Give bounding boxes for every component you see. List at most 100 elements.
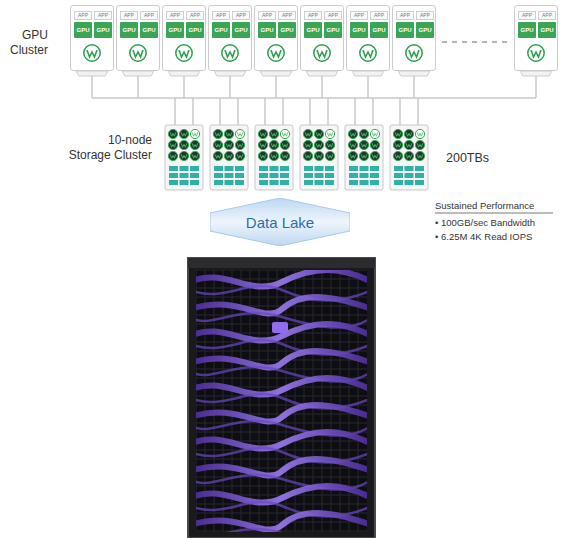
gpu-box: GPU [518, 22, 536, 38]
drive-logo [348, 140, 357, 149]
drive-logo-mark [215, 154, 221, 158]
logo-mark [363, 50, 373, 57]
drive-logo-mark [282, 154, 288, 158]
drive-logo [314, 140, 323, 149]
drive-bay [394, 173, 403, 178]
drive-bay [169, 173, 178, 178]
drive-logo-mark [260, 132, 266, 136]
server-logo [174, 43, 194, 63]
drive-bay [415, 180, 424, 185]
drive-logo-mark [350, 132, 356, 136]
app-tab: APP [324, 11, 342, 20]
drive-bay [394, 180, 403, 185]
drive-bay [235, 173, 244, 178]
drive-bay [304, 180, 313, 185]
server-wire [413, 76, 415, 98]
drive-bay [304, 173, 313, 178]
drive-logo-mark [316, 154, 322, 158]
drive-logo-mark [372, 143, 378, 147]
drive-bay [270, 173, 279, 178]
storage-wire [237, 98, 239, 125]
server-logo [404, 43, 424, 63]
drive-logo-mark [372, 132, 378, 136]
drive-bay [360, 166, 369, 171]
drive-bay [190, 166, 199, 171]
server-wire [183, 76, 185, 98]
server-base [260, 71, 292, 76]
storage-wire [264, 98, 266, 125]
drive-logo-mark [316, 132, 322, 136]
drive-bay [415, 166, 424, 171]
app-tab: APP [140, 11, 158, 20]
drive-logo [235, 151, 244, 160]
drive-logo-mark [316, 143, 322, 147]
drive-bay [259, 180, 268, 185]
server-base [76, 71, 108, 76]
drive-bay [235, 180, 244, 185]
rack-swirl [196, 513, 367, 530]
logo-ring [360, 45, 376, 61]
rack-mesh [196, 531, 367, 532]
drive-bay [360, 173, 369, 178]
drive-logo [325, 140, 334, 149]
rack-swirl [196, 378, 367, 395]
drive-bay [225, 173, 234, 178]
server-wire [367, 76, 369, 98]
data-lake-arrow: Data Lake [210, 198, 350, 246]
drive-logo-mark [181, 154, 187, 158]
rack-mesh [196, 342, 367, 343]
drive-logo [348, 151, 357, 160]
drive-logo-mark [305, 132, 311, 136]
drive-logo [404, 151, 413, 160]
drive-logo-mark [350, 143, 356, 147]
drive-logo-mark [181, 132, 187, 136]
rack-swirl [196, 529, 367, 532]
drive-bay [325, 173, 334, 178]
group-label: 10-node Storage Cluster [66, 133, 152, 163]
logo-ring [130, 45, 146, 61]
drive-bay [169, 180, 178, 185]
server-wire [137, 76, 139, 98]
gpu-box: GPU [166, 22, 184, 38]
logo-ring [84, 45, 100, 61]
bullet-item: • 100GB/sec Bandwidth [435, 217, 560, 229]
drive-logo-mark [282, 143, 288, 147]
drive-logo-mark [260, 154, 266, 158]
drive-bay [280, 173, 289, 178]
drive-logo-mark [237, 154, 243, 158]
drive-logo-mark [361, 154, 367, 158]
drive-bay [180, 180, 189, 185]
drive-logo [393, 151, 402, 160]
drive-logo-mark [170, 143, 176, 147]
storage-chassis [300, 125, 338, 190]
rack-mesh [196, 288, 367, 289]
rack-mesh [196, 423, 367, 424]
drive-logo-mark [350, 154, 356, 158]
drive-logo [348, 129, 357, 138]
drive-bay [325, 166, 334, 171]
app-tab: APP [232, 11, 250, 20]
gpu-box: GPU [258, 22, 276, 38]
drive-logo [269, 140, 278, 149]
storage-chassis [390, 125, 428, 190]
drive-logo-mark [215, 132, 221, 136]
rack-mesh [322, 270, 323, 532]
storage-wire [327, 98, 329, 125]
arrow-label: Data Lake [210, 198, 350, 246]
drive-logo-mark [215, 143, 221, 147]
drive-logo [280, 140, 289, 149]
gpu-box: GPU [538, 22, 556, 38]
drive-logo [393, 129, 402, 138]
drive-bay [349, 180, 358, 185]
drive-logo-mark [271, 143, 277, 147]
drive-logo [224, 151, 233, 160]
rack-swirl [196, 459, 367, 476]
drive-bay [235, 166, 244, 171]
drive-bay [325, 180, 334, 185]
app-tab: APP [212, 11, 230, 20]
drive-logo-mark [395, 143, 401, 147]
server-base [168, 71, 200, 76]
gpu-box: GPU [120, 22, 138, 38]
